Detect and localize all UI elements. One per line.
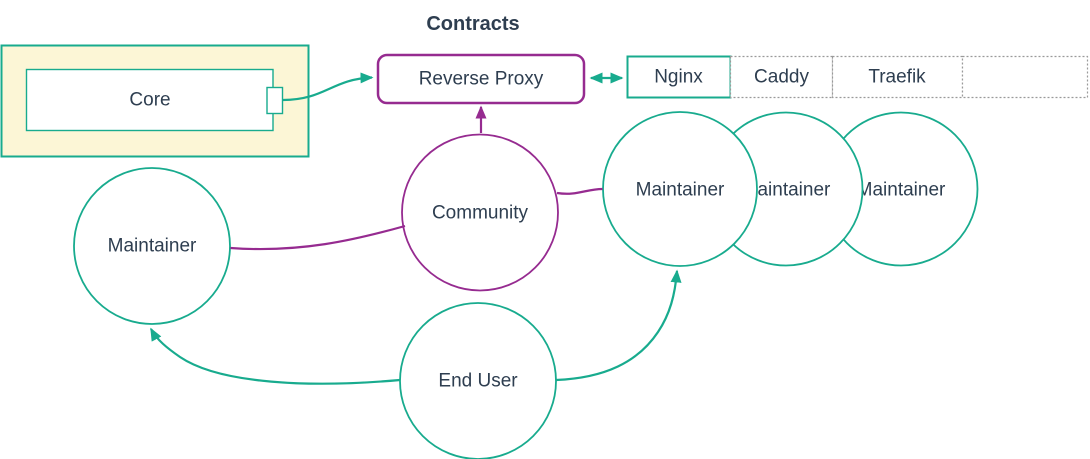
edge-core-to-reverse-proxy <box>282 72 374 102</box>
maintainer-stack-group: Maintainer Maintainer Maintainer <box>602 111 979 267</box>
core-group: Core <box>0 44 310 158</box>
proxy-cell-caddy <box>729 55 834 99</box>
maintainer-stack-label-1: Maintainer <box>636 180 725 201</box>
edge-end-user-to-maintainer-stack <box>555 269 682 382</box>
maintainer-stack-label-3: Maintainer <box>857 180 946 201</box>
community-circle <box>401 133 559 292</box>
edge-end-user-to-maintainer-left <box>150 327 401 385</box>
proxy-cell-traefik <box>831 55 964 99</box>
diagram-title: Contracts <box>426 13 519 35</box>
edge-community-maintainer-left <box>230 224 406 251</box>
reverse-proxy-box <box>376 53 586 105</box>
proxy-cell-empty <box>961 55 1089 99</box>
reverse-proxy-label: Reverse Proxy <box>419 69 544 90</box>
proxy-options-row: Nginx Caddy Traefik <box>626 55 1089 99</box>
edge-community-maintainer-stack <box>556 187 603 195</box>
core-port <box>266 86 284 115</box>
end-user-label: End User <box>438 371 518 392</box>
proxy-label-nginx: Nginx <box>654 67 703 88</box>
maintainer-left-node: Maintainer <box>73 167 231 325</box>
maintainer-stack-circle-1 <box>602 111 758 267</box>
reverse-proxy-node: Reverse Proxy <box>376 53 586 105</box>
end-user-node: End User <box>399 302 557 459</box>
maintainer-stack-label-2: Maintainer <box>742 180 831 201</box>
core-node <box>25 68 274 132</box>
maintainer-left-circle <box>73 167 231 325</box>
proxy-cell-nginx <box>626 55 732 99</box>
core-label: Core <box>129 90 170 111</box>
proxy-label-caddy: Caddy <box>754 67 809 88</box>
proxy-label-traefik: Traefik <box>868 67 926 88</box>
maintainer-left-label: Maintainer <box>108 236 197 257</box>
community-node: Community <box>401 133 559 292</box>
community-label: Community <box>432 203 529 224</box>
